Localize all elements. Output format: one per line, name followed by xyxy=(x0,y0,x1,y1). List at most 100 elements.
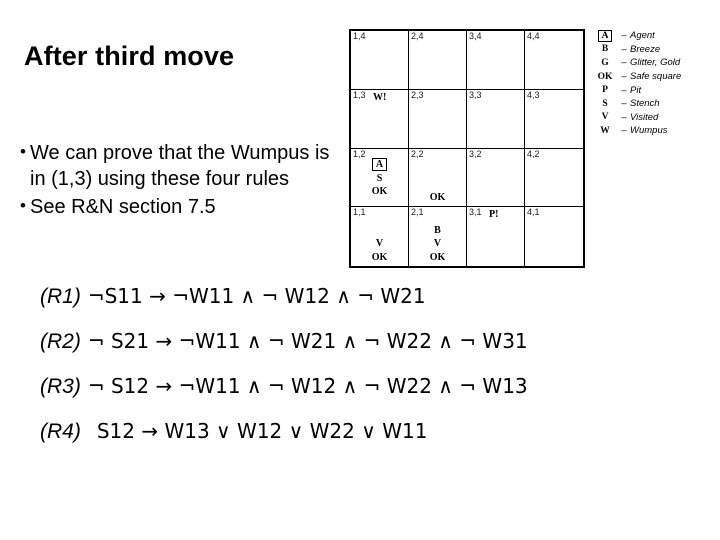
page-title: After third move xyxy=(24,41,235,71)
cell-coordinate-label: 4,4 xyxy=(527,31,540,41)
cell-marks: OK xyxy=(409,191,466,205)
rule-row: (R1) ¬S11 → ¬W11 ∧ ¬ W12 ∧ ¬ W21 xyxy=(40,286,700,331)
legend-dash: – xyxy=(621,98,627,110)
legend-row-w: W–Wumpus xyxy=(592,124,716,138)
list-item-label: We can prove that the Wumpus is in (1,3)… xyxy=(30,142,330,191)
rule-label: (R1) xyxy=(40,285,81,308)
rule-label: (R4) xyxy=(40,420,81,443)
grid-cell-2-3: 2,3 xyxy=(409,89,467,149)
legend-dash: – xyxy=(621,84,627,96)
grid-cell-3-3: 3,3 xyxy=(467,89,525,149)
cell-coordinate-label: 3,4 xyxy=(469,31,482,41)
grid-cell-1-4: 1,4 xyxy=(351,31,409,90)
legend-key: OK xyxy=(597,71,613,82)
grid-cell-3-1: 3,1 P! xyxy=(467,207,525,266)
grid-cell-4-2: 4,2 xyxy=(525,149,583,208)
cell-marks: V OK xyxy=(351,237,408,264)
legend-row-p: P –Pit xyxy=(592,83,716,97)
cell-marks: W! xyxy=(373,92,386,103)
cell-coordinate-label: 4,1 xyxy=(527,207,540,218)
cell-mark-S: S xyxy=(376,173,383,184)
legend-dash: – xyxy=(621,30,627,42)
cell-mark-OK: OK xyxy=(429,251,446,263)
cell-coordinate-label: 3,2 xyxy=(469,148,482,159)
legend-row-b: B –Breeze xyxy=(592,43,716,57)
legend-key: B xyxy=(601,44,609,55)
legend-description: Safe square xyxy=(630,71,682,83)
agent-marker: A xyxy=(371,157,388,171)
list-item: •We can prove that the Wumpus is in (1,3… xyxy=(16,140,336,193)
list-item: •See R&N section 7.5 xyxy=(16,194,336,220)
legend-row-a: A–Agent xyxy=(592,29,716,43)
cell-mark-V: V xyxy=(375,238,384,249)
rule-formula: S12 → W13 ∨ W12 ∨ W22 ∨ W11 xyxy=(96,419,428,443)
legend-description: Glitter, Gold xyxy=(630,57,681,69)
legend-dash: – xyxy=(621,111,627,123)
cell-mark-V: V xyxy=(433,238,442,249)
cell-mark-W: W! xyxy=(373,91,387,103)
grid-cell-1-3: 1,3 W! xyxy=(351,89,409,149)
legend-key-box: A xyxy=(597,29,613,43)
grid-cell-2-4: 2,4 xyxy=(409,31,467,90)
bullet-list: •We can prove that the Wumpus is in (1,3… xyxy=(16,140,336,221)
cell-coordinate-label: 1,3 xyxy=(353,89,366,100)
cell-coordinate-label: 1,2 xyxy=(353,148,366,159)
cell-mark-OK: OK xyxy=(429,191,446,203)
legend-row-s: S –Stench xyxy=(592,97,716,111)
cell-coordinate-label: 1,1 xyxy=(353,207,366,218)
rule-row: (R2)¬ S21 → ¬W11 ∧ ¬ W21 ∧ ¬ W22 ∧ ¬ W31 xyxy=(40,331,700,376)
legend-row-v: V –Visited xyxy=(592,111,716,125)
legend-dash: – xyxy=(621,125,627,137)
bullet-dot-icon: • xyxy=(20,195,26,215)
legend-description: Visited xyxy=(630,111,659,123)
legend-dash: – xyxy=(621,43,627,55)
cell-marks: P! xyxy=(489,209,498,220)
cell-coordinate-label: 3,1 xyxy=(469,207,482,218)
legend-description: Breeze xyxy=(630,43,661,55)
rule-row: (R3) ¬ S12 → ¬W11 ∧ ¬ W12 ∧ ¬ W22 ∧ ¬ W13 xyxy=(40,376,700,421)
cell-coordinate-label: 1,4 xyxy=(353,31,366,41)
cell-coordinate-label: 2,3 xyxy=(411,89,424,100)
bullet-dot-icon: • xyxy=(20,142,26,161)
rule-formula: ¬S11 → ¬W11 ∧ ¬ W12 ∧ ¬ W21 xyxy=(87,284,426,308)
inference-rules-block: (R1) ¬S11 → ¬W11 ∧ ¬ W12 ∧ ¬ W21 (R2)¬ S21… xyxy=(40,286,700,466)
legend-key: S xyxy=(602,98,608,109)
cell-mark-B: B xyxy=(434,224,441,236)
legend-row-ok: OK–Safe square xyxy=(592,70,716,84)
cell-mark-P: P! xyxy=(489,209,499,221)
legend-dash: – xyxy=(621,71,627,83)
cell-coordinate-label: 3,3 xyxy=(469,89,482,100)
grid-cell-4-3: 4,3 xyxy=(525,90,583,149)
grid-cell-3-2: 3,2 xyxy=(467,148,525,208)
cell-coordinate-label: 2,4 xyxy=(411,31,424,41)
cell-coordinate-label: 2,2 xyxy=(411,148,424,159)
legend-description: Agent xyxy=(630,30,655,42)
legend-key: P xyxy=(602,85,608,96)
legend-description: Pit xyxy=(630,84,642,96)
legend-key: G xyxy=(601,57,609,68)
legend-description: Stench xyxy=(630,98,660,110)
rule-label: (R3) xyxy=(40,375,81,398)
legend-key: W xyxy=(600,125,610,136)
legend-description: Wumpus xyxy=(630,125,668,137)
cell-coordinate-label: 2,1 xyxy=(411,207,424,218)
legend-row-g: G –Glitter, Gold xyxy=(592,56,716,70)
cell-coordinate-label: 4,3 xyxy=(527,89,540,100)
grid-cell-4-1: 4,1 xyxy=(525,207,583,266)
cell-coordinate-label: 4,2 xyxy=(527,148,540,159)
rule-row: (R4) S12 → W13 ∨ W12 ∨ W22 ∨ W11 xyxy=(40,421,700,466)
rule-formula: ¬ S12 → ¬W11 ∧ ¬ W12 ∧ ¬ W22 ∧ ¬ W13 xyxy=(87,374,528,398)
grid-cell-4-4: 4,4 xyxy=(525,31,583,90)
cell-mark-OK: OK xyxy=(371,251,388,263)
legend-dash: – xyxy=(621,57,627,69)
list-item-label: See R&N section 7.5 xyxy=(30,195,216,218)
legend-key: V xyxy=(601,112,609,123)
